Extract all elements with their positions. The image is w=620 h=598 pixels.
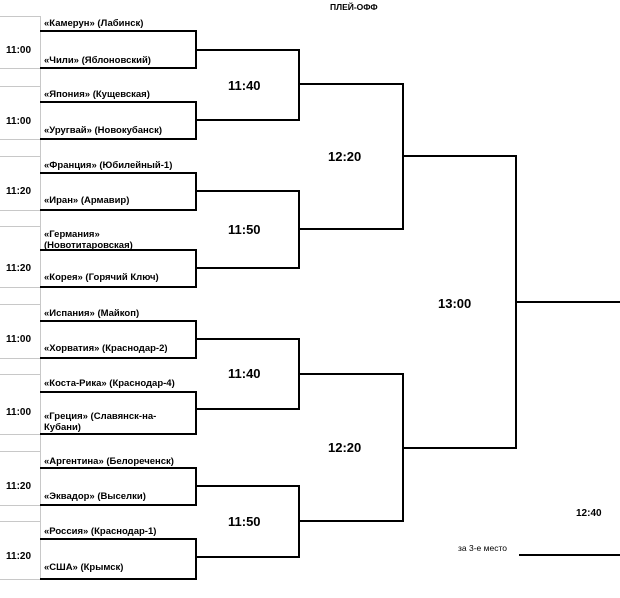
r2-time: 11:40 <box>228 366 261 381</box>
team-spain: «Испания» (Майкоп) <box>44 308 140 319</box>
team-korea: «Корея» (Горячий Ключ) <box>44 272 159 283</box>
r2-time: 11:50 <box>228 514 261 529</box>
sf-time: 12:20 <box>328 149 362 164</box>
r1-time: 11:00 <box>6 45 32 56</box>
team-argentina: «Аргентина» (Белореченск) <box>44 456 174 467</box>
team-usa: «США» (Крымск) <box>44 562 124 573</box>
team-greece: «Греция» (Славянск-на-Кубани) <box>44 411 157 433</box>
team-chile: «Чили» (Яблоновский) <box>44 55 151 66</box>
team-croatia: «Хорватия» (Краснодар-2) <box>44 343 168 354</box>
third-place-label: за 3-е место <box>458 543 507 553</box>
r1-time: 11:00 <box>6 407 32 418</box>
final-time: 13:00 <box>438 296 472 311</box>
r2-time: 11:40 <box>228 78 261 93</box>
sf-time: 12:20 <box>328 440 362 455</box>
team-japan: «Япония» (Кущевская) <box>44 89 150 100</box>
r1-time: 11:00 <box>6 334 32 345</box>
team-ecuador: «Эквадор» (Выселки) <box>44 491 146 502</box>
r1-time: 11:20 <box>6 481 32 492</box>
r2-time: 11:50 <box>228 222 261 237</box>
r1-time: 11:20 <box>6 263 32 274</box>
team-uruguay: «Уругвай» (Новокубанск) <box>44 125 162 136</box>
team-russia: «Россия» (Краснодар-1) <box>44 526 157 537</box>
third-place-time: 12:40 <box>576 508 602 519</box>
r1-time: 11:20 <box>6 186 32 197</box>
r1-time: 11:00 <box>6 116 32 127</box>
team-costa-rica: «Коста-Рика» (Краснодар-4) <box>44 378 175 389</box>
team-iran: «Иран» (Армавир) <box>44 195 130 206</box>
page-title: ПЛЕЙ-ОФФ <box>330 2 378 12</box>
r1-time: 11:20 <box>6 551 32 562</box>
team-cameroon: «Камерун» (Лабинск) <box>44 18 144 29</box>
team-germany: «Германия» (Новотитаровская) <box>44 229 133 251</box>
team-france: «Франция» (Юбилейный-1) <box>44 160 173 171</box>
